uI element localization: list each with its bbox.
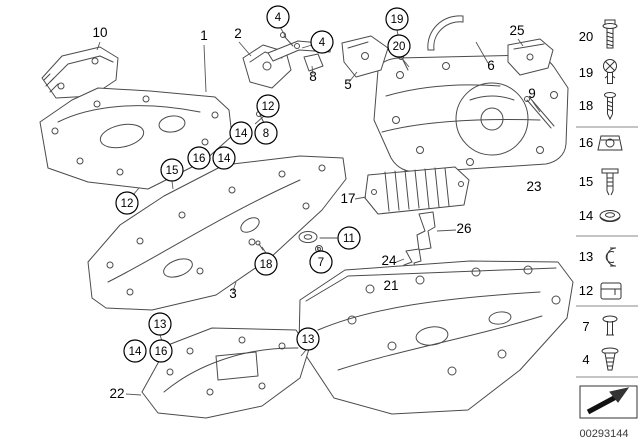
- callout-8[interactable]: 8: [254, 121, 278, 145]
- part-11-grommet: [298, 231, 338, 243]
- screw-icon: [604, 92, 616, 121]
- label-part-3[interactable]: 3: [229, 286, 237, 301]
- svg-text:16: 16: [193, 153, 206, 165]
- svg-text:11: 11: [343, 233, 355, 245]
- part-17-ribbed-bracket: [364, 166, 470, 215]
- svg-text:12: 12: [579, 283, 593, 298]
- svg-text:18: 18: [260, 259, 273, 271]
- label-part-24[interactable]: 24: [381, 253, 397, 268]
- part-5-gusset: [341, 35, 389, 78]
- svg-text:16: 16: [579, 135, 593, 150]
- label-part-6[interactable]: 6: [487, 58, 495, 73]
- label-part-17[interactable]: 17: [340, 191, 355, 206]
- expanding-rivet-icon: [603, 59, 617, 84]
- callout-19[interactable]: 19: [385, 7, 409, 31]
- svg-text:15: 15: [579, 174, 593, 189]
- callout-15[interactable]: 15: [160, 158, 184, 182]
- callout-11[interactable]: 11: [337, 226, 361, 250]
- callout-14-a[interactable]: 14: [229, 121, 253, 145]
- callout-16-a[interactable]: 16: [187, 146, 211, 170]
- label-part-21[interactable]: 21: [383, 278, 398, 293]
- svg-text:20: 20: [393, 41, 406, 53]
- part-21-underfloor-panel: [298, 260, 574, 415]
- flange-screw-icon: [602, 19, 618, 49]
- expanding-plug-icon: [601, 168, 619, 196]
- document-number: 00293144: [580, 428, 629, 440]
- sheet-metal-clip-icon: [600, 282, 622, 300]
- callout-16-b[interactable]: 16: [149, 339, 173, 363]
- sidebar-item-4[interactable]: 4: [582, 347, 619, 371]
- sidebar-item-13[interactable]: 13: [579, 247, 617, 267]
- label-part-5[interactable]: 5: [344, 77, 352, 92]
- callout-13-b[interactable]: 13: [296, 327, 320, 351]
- callout-13-a[interactable]: 13: [148, 312, 172, 336]
- svg-text:14: 14: [235, 128, 248, 140]
- svg-text:13: 13: [579, 249, 593, 264]
- svg-text:16: 16: [155, 346, 168, 358]
- fastener-legend: 20 19 18: [576, 19, 638, 440]
- svg-text:4: 4: [275, 12, 282, 24]
- svg-text:19: 19: [579, 65, 593, 80]
- svg-text:19: 19: [391, 14, 404, 26]
- label-part-8[interactable]: 8: [309, 69, 317, 84]
- svg-text:8: 8: [263, 128, 269, 140]
- part-3-underfloor-panel: [87, 155, 347, 311]
- svg-text:20: 20: [579, 29, 593, 44]
- label-part-23[interactable]: 23: [526, 179, 541, 194]
- expansion-plug-icon: [601, 347, 619, 371]
- label-part-26[interactable]: 26: [456, 221, 471, 236]
- callout-4-a[interactable]: 4: [266, 5, 290, 29]
- sidebar-item-12[interactable]: 12: [579, 282, 622, 300]
- body-nut-icon: [597, 135, 623, 151]
- direction-arrow-icon: [609, 387, 630, 403]
- part-6-hook-strap: [427, 15, 464, 51]
- sidebar-item-15[interactable]: 15: [579, 168, 619, 196]
- part-26-z-bracket: [416, 211, 436, 251]
- svg-text:12: 12: [121, 198, 134, 210]
- callout-20[interactable]: 20: [387, 34, 411, 58]
- callout-14-b[interactable]: 14: [212, 146, 236, 170]
- label-part-25[interactable]: 25: [509, 23, 524, 38]
- sidebar-item-20[interactable]: 20: [579, 19, 618, 49]
- svg-text:13: 13: [302, 334, 315, 346]
- grommet-icon: [599, 210, 621, 222]
- callout-12-a[interactable]: 12: [256, 94, 280, 118]
- svg-text:15: 15: [166, 165, 179, 177]
- sidebar-item-18[interactable]: 18: [579, 92, 616, 121]
- blind-rivet-icon: [602, 315, 618, 336]
- part-10-bracket: [41, 46, 119, 99]
- spring-clip-icon: [605, 247, 617, 267]
- sidebar-item-7[interactable]: 7: [582, 315, 618, 336]
- callout-14-c[interactable]: 14: [123, 339, 147, 363]
- part-8-piece: [303, 53, 324, 72]
- svg-text:12: 12: [262, 101, 275, 113]
- label-part-1[interactable]: 1: [200, 28, 208, 43]
- label-part-22[interactable]: 22: [109, 386, 124, 401]
- part-22-side-panel: [141, 327, 310, 419]
- part-25-bracket: [507, 38, 554, 76]
- svg-text:14: 14: [579, 208, 593, 223]
- callout-7[interactable]: 7: [309, 250, 333, 274]
- label-part-2[interactable]: 2: [234, 26, 242, 41]
- svg-text:13: 13: [154, 319, 167, 331]
- callout-12-b[interactable]: 12: [115, 191, 139, 215]
- label-part-9[interactable]: 9: [528, 86, 536, 101]
- svg-text:14: 14: [218, 153, 231, 165]
- svg-text:7: 7: [582, 319, 589, 334]
- sidebar-item-14[interactable]: 14: [579, 208, 621, 223]
- svg-text:18: 18: [579, 98, 593, 113]
- part-1-underfloor-panel: [39, 87, 233, 190]
- callout-4-b[interactable]: 4: [310, 30, 334, 54]
- label-part-10[interactable]: 10: [92, 25, 107, 40]
- sidebar-item-16[interactable]: 16: [579, 135, 623, 151]
- sidebar-item-19[interactable]: 19: [579, 59, 617, 84]
- svg-text:4: 4: [319, 37, 326, 49]
- view-direction-indicator: [579, 385, 638, 419]
- svg-text:14: 14: [129, 346, 142, 358]
- svg-text:7: 7: [318, 257, 324, 269]
- svg-text:4: 4: [582, 352, 589, 367]
- callout-18[interactable]: 18: [254, 252, 278, 276]
